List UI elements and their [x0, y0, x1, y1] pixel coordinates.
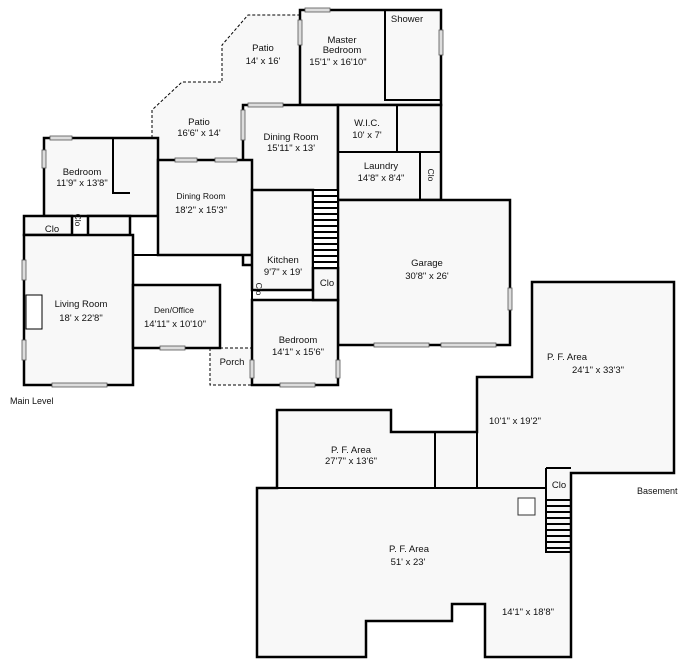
porch-outline [209, 347, 253, 386]
basement: P. F. Area 24'1" x 33'3" 10'1" x 19'2" P… [255, 280, 678, 659]
master-bedroom-walls [298, 8, 443, 107]
patio-outline [151, 14, 301, 161]
main-stairs [312, 189, 339, 269]
master-bedroom-label: Master [327, 35, 356, 46]
main-level: Master Bedroom 15'1" x 16'10" Shower Pat… [10, 7, 513, 406]
pf-area-left-size: 27'7" x 13'6" [325, 456, 377, 467]
windows [21, 7, 513, 388]
pf-area-right-size: 24'1" x 33'3" [572, 365, 624, 376]
pf-area-right-label: P. F. Area [547, 352, 588, 363]
shower-label: Shower [391, 14, 423, 25]
kitchen-size: 9'7" x 19' [264, 267, 302, 278]
garage-label: Garage [411, 258, 443, 269]
basement-outline [255, 280, 676, 659]
pf-area-left-label: P. F. Area [331, 445, 372, 456]
hall-closet-label: Clo [320, 278, 334, 289]
pf-area-main-ext-size: 14'1" x 18'8" [502, 607, 554, 618]
den-office-size: 14'11" x 10'10" [144, 319, 206, 330]
hall-closet-walls [311, 266, 340, 302]
dining-room-center-size: 18'2" x 15'3" [175, 205, 227, 216]
closet-left-small-label: Clo [73, 214, 83, 227]
fireplace-icon [25, 294, 43, 330]
master-bedroom-label-2: Bedroom [323, 45, 362, 56]
bedroom-left-label: Bedroom [63, 167, 102, 178]
laundry-closet-label: Clo [426, 169, 436, 182]
den-office-label: Den/Office [154, 305, 194, 315]
bedroom-bottom-size: 14'1" x 15'6" [272, 347, 324, 358]
dining-room-center-walls [156, 158, 254, 257]
porch-label: Porch [220, 357, 245, 368]
living-room-label: Living Room [55, 299, 108, 310]
basement-stairs [546, 499, 571, 549]
laundry-size: 14'8" x 8'4" [358, 173, 405, 184]
patio-upper-size: 14' x 16' [246, 56, 281, 67]
dining-room-upper-size: 15'11" x 13' [267, 143, 315, 154]
patio-upper-label: Patio [252, 43, 274, 54]
wic-label: W.I.C. [354, 118, 380, 129]
master-bedroom-size: 15'1" x 16'10" [309, 57, 366, 68]
closet-left-label: Clo [45, 224, 59, 235]
den-office-walls [131, 283, 222, 350]
kitchen-closet-label: Clo [254, 283, 264, 296]
bedroom-bottom-label: Bedroom [279, 335, 318, 346]
wic-size: 10' x 7' [352, 130, 382, 141]
pf-area-right-ext-size: 10'1" x 19'2" [489, 416, 541, 427]
main-level-caption: Main Level [10, 396, 54, 406]
basement-fixture-icon [517, 497, 536, 516]
pf-area-main-size: 51' x 23' [391, 557, 426, 568]
bedroom-bottom-walls [250, 298, 340, 387]
pf-area-main-label: P. F. Area [389, 544, 430, 555]
bedroom-left-walls [42, 136, 160, 218]
basement-closet-label: Clo [552, 480, 566, 491]
living-room-size: 18' x 22'8" [59, 313, 102, 324]
patio-lower-label: Patio [188, 117, 210, 128]
patio-lower-size: 16'6" x 14' [177, 128, 221, 139]
basement-caption: Basement [637, 486, 678, 496]
kitchen-label: Kitchen [267, 255, 299, 266]
laundry-label: Laundry [364, 161, 399, 172]
dining-room-upper-label: Dining Room [264, 132, 319, 143]
garage-size: 30'8" x 26' [405, 271, 449, 282]
dining-room-center-label: Dining Room [176, 191, 225, 201]
bedroom-left-size: 11'9" x 13'8" [56, 178, 107, 189]
